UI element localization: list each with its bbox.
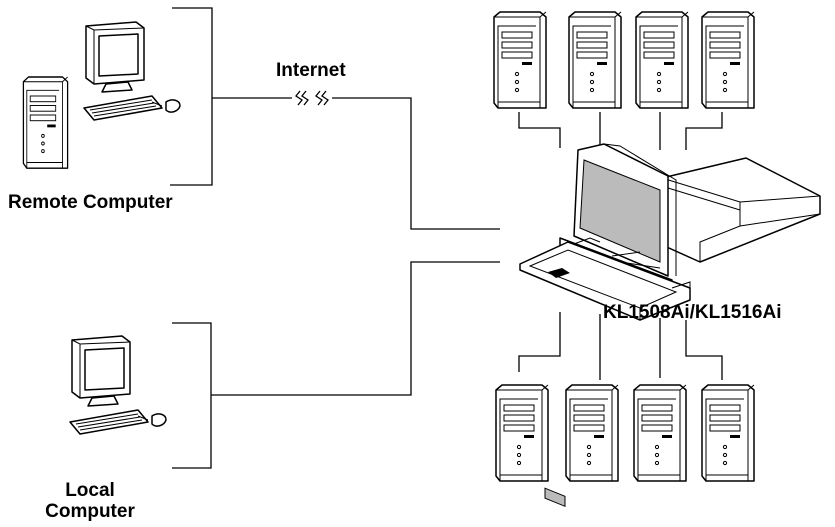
local-computer-label: Local Computer xyxy=(45,480,135,522)
server-icon xyxy=(565,384,619,482)
server-icon xyxy=(635,11,689,109)
bottom-servers xyxy=(495,384,755,482)
server-icon xyxy=(493,11,547,109)
remote-bracket xyxy=(170,7,213,186)
local-bracket xyxy=(172,322,212,469)
bottom-cables xyxy=(518,312,723,380)
server-icon xyxy=(495,384,549,482)
server-icon xyxy=(568,11,622,109)
server-icon xyxy=(633,384,687,482)
top-servers xyxy=(493,11,755,109)
internet-label: Internet xyxy=(276,60,346,81)
kvm-switch-icon xyxy=(519,143,821,507)
remote-computer-label: Remote Computer xyxy=(8,192,173,213)
top-cables xyxy=(518,112,723,150)
server-icon xyxy=(701,384,755,482)
internet-link-right xyxy=(332,97,500,230)
server-icon xyxy=(701,11,755,109)
kvm-model-label: KL1508Ai/KL1516Ai xyxy=(603,302,782,323)
remote-computer-icon xyxy=(22,21,181,169)
local-computer-icon xyxy=(69,335,167,435)
local-link xyxy=(211,261,500,396)
internet-break-icon xyxy=(295,90,329,106)
